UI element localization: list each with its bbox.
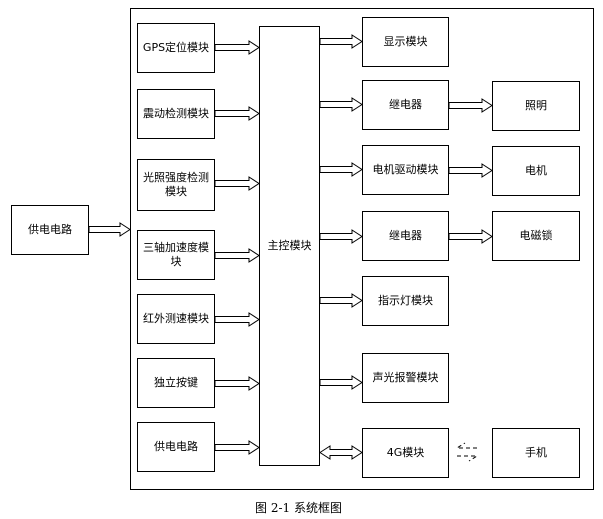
arrow-ir-to-main [214, 312, 260, 327]
arrow-vibration-to-main [214, 106, 260, 121]
main-controller: 主控模块 [259, 26, 320, 466]
mobile-phone-device: 手机 [492, 428, 580, 478]
arrow-accel-to-main [214, 248, 260, 263]
sound-light-alarm-module: 声光报警模块 [362, 353, 449, 403]
motor-device: 电机 [492, 146, 580, 196]
arrow-main-to-indicator [319, 293, 363, 308]
arrow-main-to-alarm [319, 375, 363, 390]
electromagnetic-lock-device: 电磁锁 [492, 211, 580, 261]
arrow-key-to-main [214, 376, 260, 391]
figure-caption: 图 2-1 系统框图 [255, 501, 342, 515]
system-frame [130, 8, 594, 490]
arrow-main-to-motor-driver [319, 162, 363, 177]
light-intensity-module: 光照强度检测模块 [137, 159, 215, 211]
lighting-device: 照明 [492, 81, 580, 131]
ir-speed-module: 红外测速模块 [137, 294, 215, 344]
indicator-light-module: 指示灯模块 [362, 276, 449, 326]
arrow-relay2-to-lock [448, 229, 493, 244]
arrow-relay1-to-lighting [448, 98, 493, 113]
relay-module-1: 继电器 [362, 80, 449, 130]
relay-module-2: 继电器 [362, 211, 449, 261]
arrow-main-to-relay2 [319, 229, 363, 244]
display-module: 显示模块 [362, 17, 449, 67]
gps-module: GPS定位模块 [137, 23, 215, 73]
arrow-light-to-main [214, 176, 260, 191]
4g-module: 4G模块 [362, 428, 449, 478]
arrow-power-to-main [214, 440, 260, 455]
three-axis-accel-module: 三轴加速度模块 [137, 230, 215, 280]
arrow-driver-to-motor [448, 163, 493, 178]
vibration-module: 震动检测模块 [137, 89, 215, 139]
arrow-main-to-relay1 [319, 97, 363, 112]
arrow-gps-to-main [214, 40, 260, 55]
power-supply-left: 供电电路 [11, 205, 89, 255]
arrow-main-to-display [319, 34, 363, 49]
power-circuit-module: 供电电路 [137, 422, 215, 472]
arrow-supply-to-system [88, 222, 131, 237]
motor-driver-module: 电机驱动模块 [362, 145, 449, 195]
independent-key-module: 独立按键 [137, 358, 215, 408]
